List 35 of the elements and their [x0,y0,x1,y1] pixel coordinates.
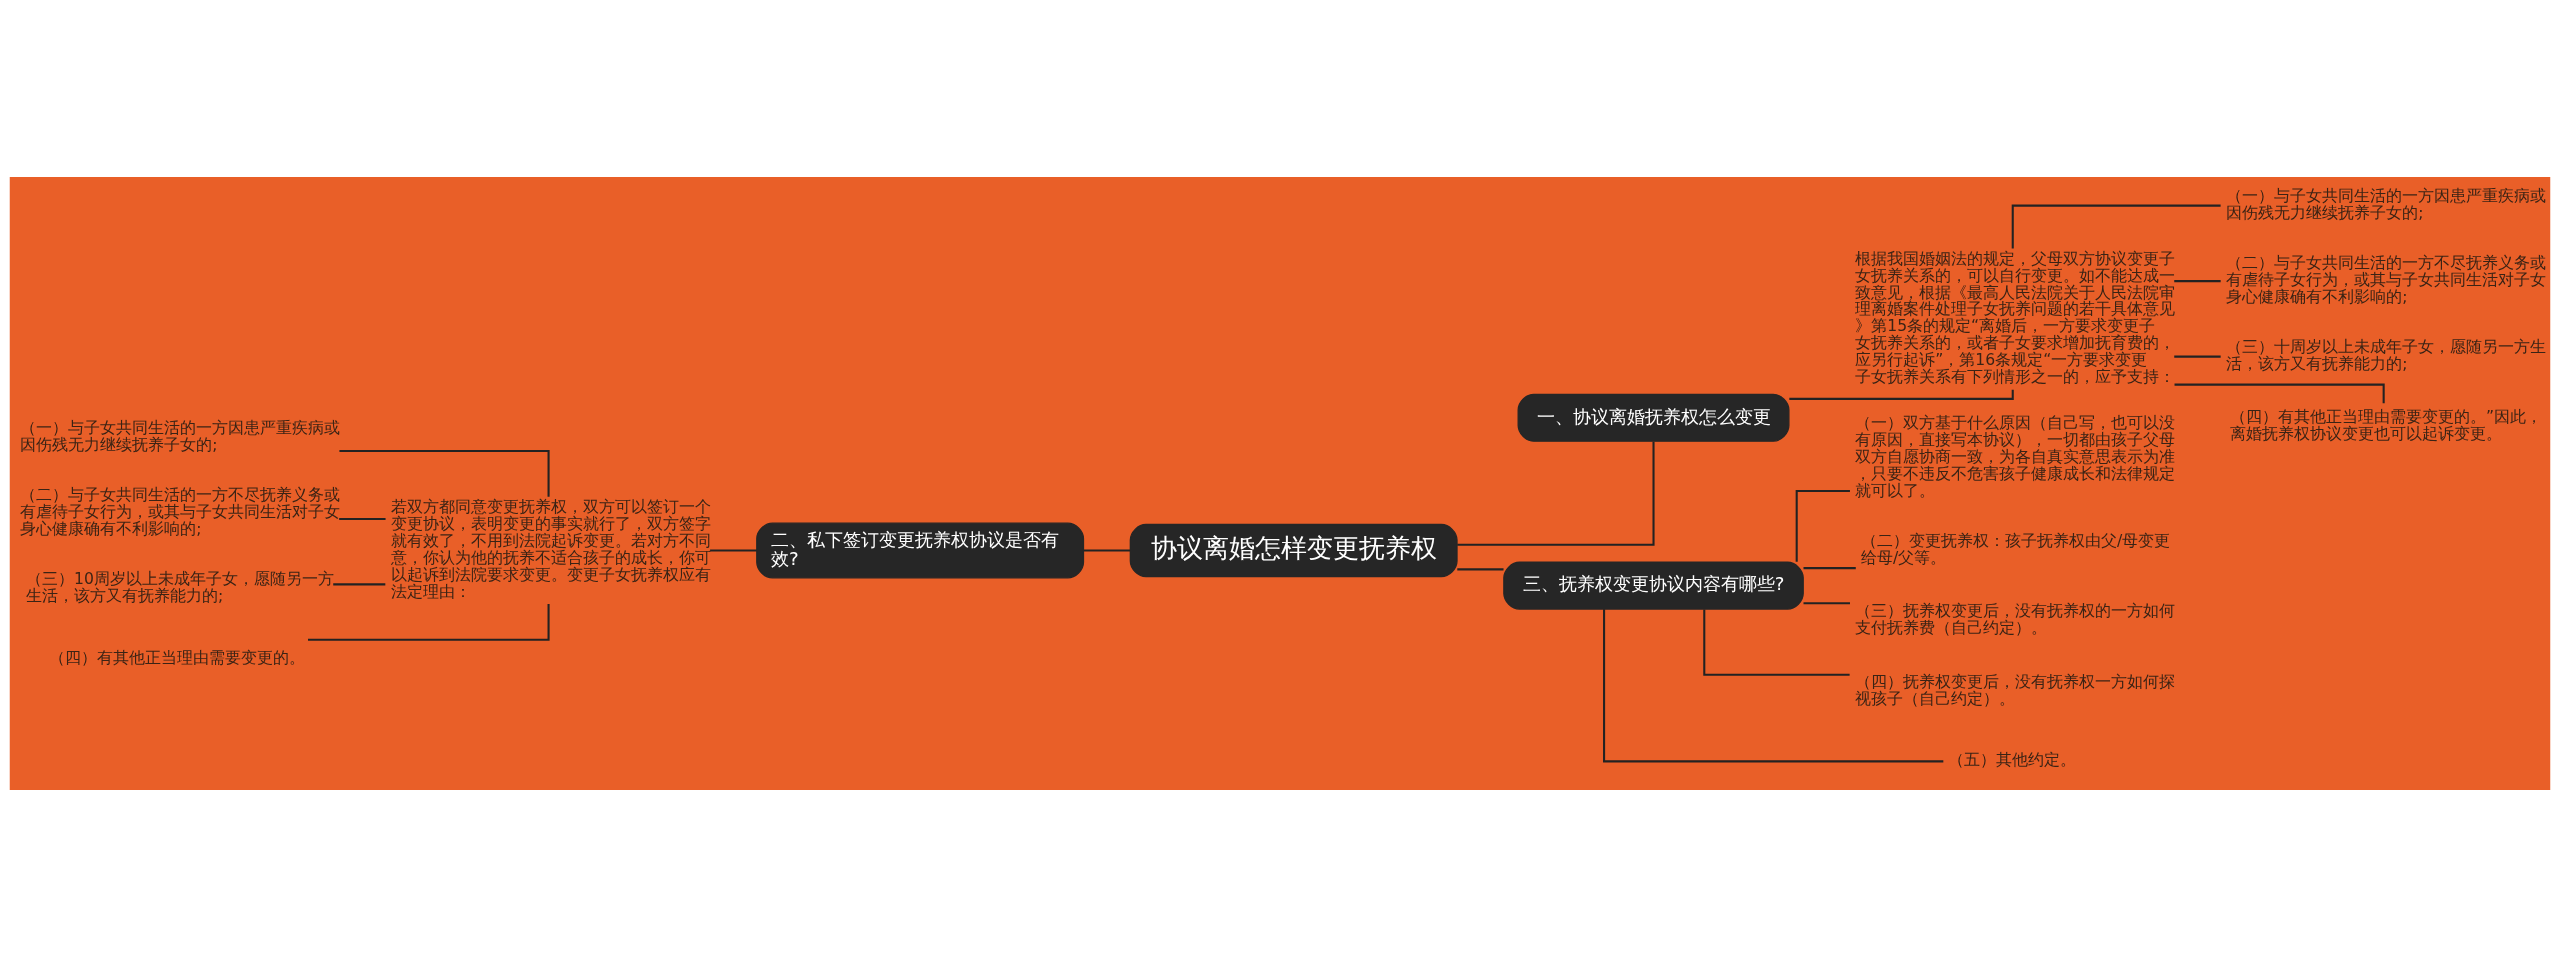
node-text: （二）与子女共同生活的一方不尽抚养义务或有虐待子女行为，或其与子女共同生活对子女身心健康确有不利影响的; [2226,253,2547,306]
node-box: 一、协议离婚抚养权怎么变更 [1517,393,1790,442]
connector [2011,204,2221,248]
connector [1703,609,1850,676]
connector [1083,549,1131,552]
connector [1603,608,1944,762]
connector [710,549,757,552]
connector [1803,566,1856,569]
connector [339,449,550,497]
node-text: （一）与子女共同生活的一方因患严重疾病或因伤残无力继续抚养子女的; [20,418,341,454]
node-text: （二）变更抚养权：孩子抚养权由父/母变更给母/父等。 [1861,531,2171,567]
node-text: （三）十周岁以上未成年子女，愿随另一方生活，该方又有抚养能力的; [2226,337,2547,373]
connector [308,603,550,641]
connector [2174,279,2221,282]
connector [1795,489,1850,562]
node-box: 三、抚养权变更协议内容有哪些? [1503,561,1804,610]
node-text: （二）与子女共同生活的一方不尽抚养义务或有虐待子女行为，或其与子女共同生活对子女身心健康确有不利影响的; [20,485,341,538]
connector [1457,441,1655,546]
connector [1457,567,1504,570]
node-text: （四）有其他正当理由需要变更的。 [48,648,305,667]
connector [333,582,386,585]
node-text: 若双方都同意变更抚养权，双方可以签订一个变更协议，表明变更的事实就行了，双方签字就有效了，不用到法院起诉变更。若对方不同意，你认为他的抚养不适合孩子的成长，你可以起诉到法院要求变更。变更子女抚养权应有法定理由： [391,497,712,601]
node-text: （四）有其他正当理由需要变更的。”因此，离婚抚养权协议变更也可以起诉变更。 [2230,407,2543,443]
node-text: 根据我国婚姻法的规定，父母双方协议变更子女抚养关系的，可以自行变更。如不能达成一致意见，根据《最高人民法院关于人民法院审理离婚案件处理子女抚养问题的若干具体意见》第15条的规定“离婚后，一方要求变更子女抚养关系的，或者子女要求增加抚育费的，应另行起诉”，第16条规定“一方要求变更子女抚养关系有下列情形之一的，应予支持： [1855,249,2176,386]
node-box: 协议离婚怎样变更抚养权 [1129,523,1458,577]
node-box: 二、私下签订变更抚养权协议是否有效? [756,522,1085,578]
connector [339,517,386,520]
node-text: （三）抚养权变更后，没有抚养权的一方如何支付抚养费（自己约定）。 [1855,601,2176,637]
connector [2174,355,2221,358]
node-text: （五）其他约定。 [1948,750,2077,769]
node-text: （一）与子女共同生活的一方因患严重疾病或因伤残无力继续抚养子女的; [2226,186,2547,222]
node-text: （四）抚养权变更后，没有抚养权一方如何探视孩子（自己约定）。 [1855,672,2176,708]
node-text: （三）10周岁以上未成年子女，愿随另一方生活，该方又有抚养能力的; [26,569,334,605]
connector [1803,601,1850,604]
node-text: （一）双方基于什么原因（自己写，也可以没有原因，直接写本协议），一切都由孩子父母双方自愿协商一致，为各自真实意思表示为准，只要不违反不危害孩子健康成长和法律规定就可以了。 [1855,413,2176,500]
